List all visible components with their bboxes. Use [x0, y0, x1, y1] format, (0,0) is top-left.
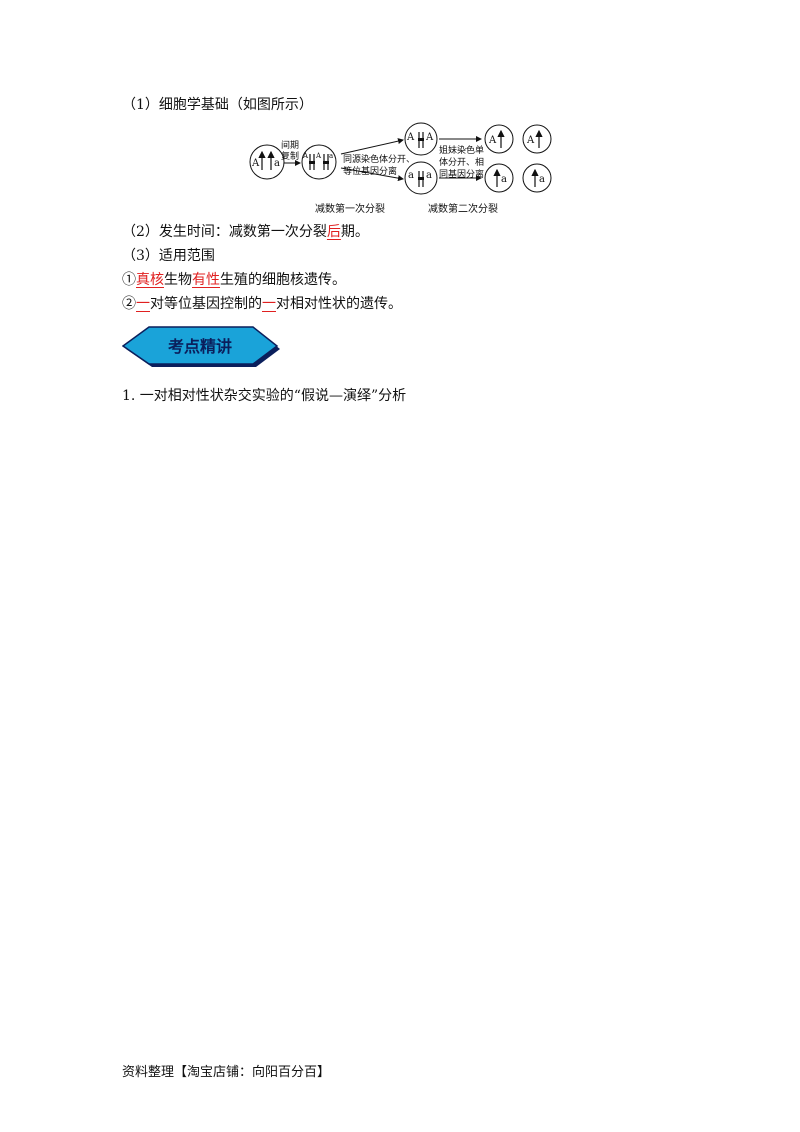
cell-mi-lower: a a — [404, 161, 438, 195]
gamete-cell: a — [522, 163, 552, 193]
allele-label: A — [251, 158, 260, 169]
meiosis-diagram: A a 间期 复制 A A a 同源染色体分开、 等位基因分离 A A a — [249, 122, 552, 215]
cell-mi-upper: A A — [404, 122, 438, 156]
scope-text: 生殖的细胞核遗传。 — [220, 272, 346, 288]
allele-label: a — [426, 170, 432, 181]
banner-title: 考点精讲 — [168, 337, 232, 356]
scope-answer: 一 — [136, 296, 150, 312]
allele-label: A — [302, 152, 309, 160]
step2-label: 同基因分离 — [439, 168, 484, 180]
allele-label: a — [329, 152, 333, 160]
step2-label: 姐妹染色单 — [439, 144, 484, 156]
scope-answer: 有性 — [192, 272, 220, 288]
scope-marker: ① — [122, 272, 136, 288]
heading-cytology-basis: （1）细胞学基础（如图所示） — [122, 97, 313, 113]
scope-item-1: ①真核生物有性生殖的细胞核遗传。 — [122, 270, 346, 290]
scope-text: 生物 — [164, 272, 192, 288]
gamete-cell: A — [522, 124, 552, 154]
arrow-to-upper — [340, 138, 404, 155]
arrow-to-lower — [340, 167, 404, 182]
scope-marker: ② — [122, 296, 136, 312]
allele-label: A — [488, 135, 497, 146]
heading-timing: （2）发生时间：减数第一次分裂后期。 — [122, 222, 369, 242]
step1-label: 等位基因分离 — [343, 165, 397, 177]
allele-label: A — [526, 135, 535, 146]
timing-text-end: 期。 — [340, 224, 369, 240]
scope-answer: 一 — [262, 296, 276, 312]
step2-label: 体分开、相 — [439, 156, 484, 168]
allele-label: A — [406, 132, 415, 143]
allele-label: a — [501, 174, 507, 185]
scope-item-2: ②一对等位基因控制的一对相对性状的遗传。 — [122, 294, 402, 314]
cell-replicated: A A a — [301, 144, 337, 180]
timing-text: （2）发生时间：减数第一次分裂 — [122, 224, 327, 240]
caption-meiosis-2: 减数第二次分裂 — [428, 202, 498, 215]
allele-label: a — [539, 174, 545, 185]
step1-label: 同源染色体分开、 — [343, 153, 415, 165]
allele-label: a — [408, 170, 414, 181]
allele-label: a — [274, 158, 280, 169]
cell-parent: A a — [249, 144, 285, 180]
scope-text: 对等位基因控制的 — [150, 296, 262, 312]
caption-meiosis-1: 减数第一次分裂 — [315, 202, 385, 215]
allele-label: A — [425, 132, 434, 143]
scope-answer: 真核 — [136, 272, 164, 288]
interphase-label: 间期 — [281, 139, 299, 151]
allele-label: A — [315, 152, 322, 160]
key-point-1: 1. 一对相对性状杂交实验的“假说—演绎”分析 — [122, 388, 407, 404]
section-banner: 考点精讲 — [122, 326, 280, 367]
gamete-cell: A — [484, 124, 514, 154]
gamete-cell: a — [484, 163, 514, 193]
heading-scope: （3）适用范围 — [122, 248, 215, 264]
scope-text: 对相对性状的遗传。 — [276, 296, 402, 312]
interphase-label: 复制 — [281, 150, 299, 162]
footer-note: 资料整理【淘宝店铺：向阳百分百】 — [122, 1065, 331, 1080]
timing-answer: 后 — [326, 224, 341, 240]
